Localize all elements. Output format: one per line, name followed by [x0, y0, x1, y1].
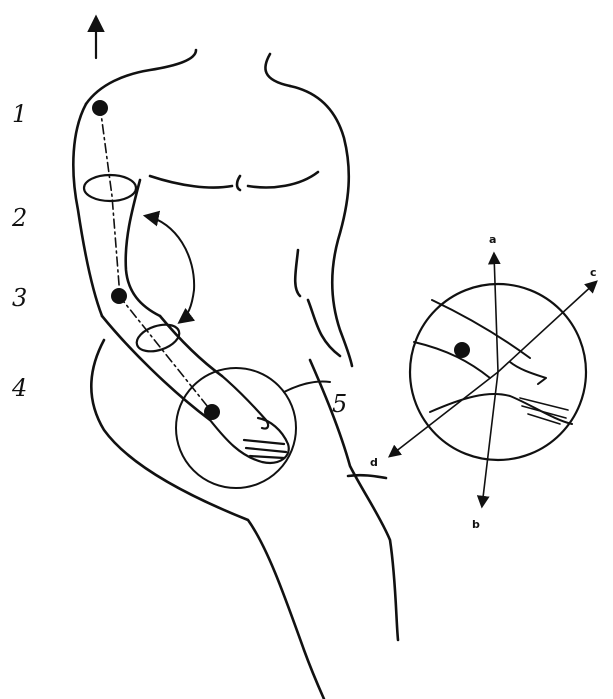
body-outline — [73, 50, 398, 699]
hand — [210, 376, 289, 463]
label-hand-detail: 5 — [332, 390, 347, 418]
magnified-detail — [390, 254, 596, 506]
label-joint-3: 3 — [12, 284, 27, 312]
axis-c-arrow — [498, 282, 596, 372]
axis-d-arrow — [390, 372, 498, 456]
shoulder-rotation-ellipse — [84, 175, 136, 201]
shoulder-joint-marker — [92, 100, 108, 116]
axis-label-d: d — [370, 456, 378, 469]
elbow-joint-marker — [111, 288, 127, 304]
axis-label-b: b — [472, 518, 480, 531]
label-joint-4: 4 — [11, 374, 27, 402]
elbow-flexion-arrow — [146, 216, 194, 322]
axis-a-arrow — [494, 254, 498, 372]
joint-axis — [100, 106, 212, 412]
label-joint-1: 1 — [12, 100, 27, 128]
wrist-joint-marker — [204, 404, 220, 420]
axis-label-c: c — [590, 266, 597, 279]
label-joint-2: 2 — [11, 204, 27, 232]
elbow-rotation-ellipse — [133, 320, 182, 356]
magnified-joint-marker — [454, 342, 470, 358]
axis-b-arrow — [482, 372, 498, 506]
axis-label-a: a — [489, 233, 496, 246]
